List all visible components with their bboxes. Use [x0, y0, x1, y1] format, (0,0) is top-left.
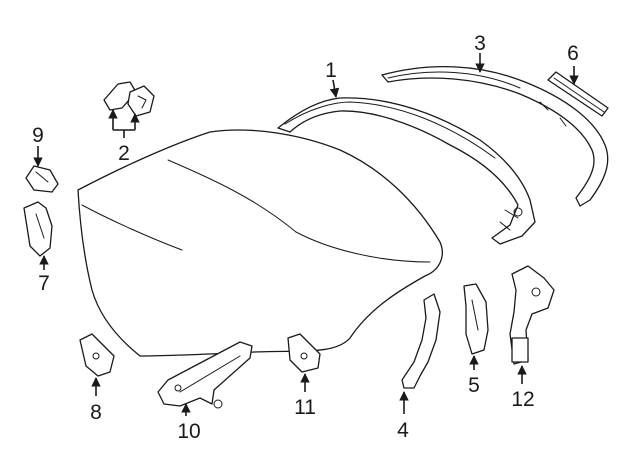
part-2-latch-pair	[103, 81, 155, 117]
callout-1: 1	[325, 59, 337, 82]
callout-2: 2	[118, 142, 130, 165]
callout-12: 12	[511, 388, 534, 411]
part-1-top-frame	[277, 97, 536, 245]
part-6-seal-strip	[547, 71, 609, 117]
part-8-hinge-bracket	[79, 333, 115, 377]
callout-9: 9	[32, 124, 44, 147]
callout-3: 3	[474, 32, 486, 55]
part-7-side-trim	[23, 201, 53, 257]
callout-6: 6	[567, 42, 579, 65]
callout-7: 7	[38, 272, 50, 295]
callout-5: 5	[468, 374, 480, 397]
callout-10: 10	[177, 420, 200, 443]
callout-numbers: 1 2 3 4 5 6 7 8 9 10 11 12	[32, 32, 579, 443]
part-3-rear-frame-rail	[381, 66, 609, 207]
part-4-guide-arm	[401, 293, 441, 389]
callout-11: 11	[294, 396, 316, 419]
callout-8: 8	[90, 401, 102, 424]
part-11-lock-bracket	[287, 333, 321, 373]
soft-top-cover	[77, 129, 443, 357]
leader-lines	[33, 53, 579, 416]
callout-4: 4	[397, 419, 409, 442]
part-10-mounting-plate	[157, 341, 253, 409]
part-9-bracket-cap	[25, 165, 59, 193]
part-5-side-bracket	[463, 283, 489, 355]
leader-1	[329, 79, 340, 98]
part-12-actuator	[509, 265, 555, 365]
